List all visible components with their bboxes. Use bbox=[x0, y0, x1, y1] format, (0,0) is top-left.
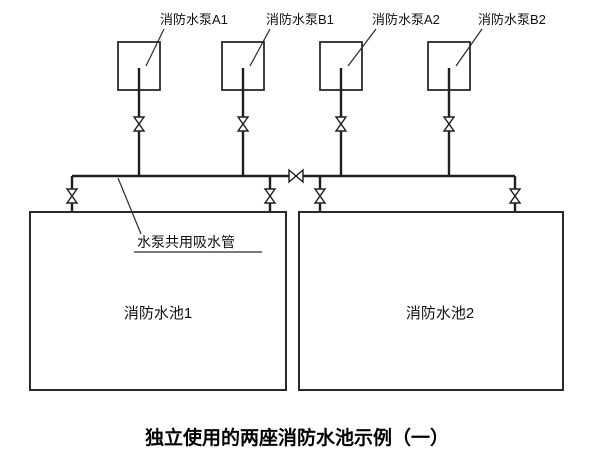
valve-icon bbox=[65, 188, 79, 204]
pump-label: 消防水泵A2 bbox=[372, 12, 440, 27]
pump-label: 消防水泵B1 bbox=[266, 12, 334, 27]
pump-label: 消防水泵A1 bbox=[160, 12, 228, 27]
leader-line bbox=[145, 28, 165, 67]
valve-icon bbox=[236, 116, 250, 132]
valve-icon bbox=[334, 116, 348, 132]
tank-2-label: 消防水池2 bbox=[406, 305, 474, 322]
valve-icon bbox=[442, 116, 456, 132]
annotation-leader-line bbox=[117, 177, 142, 235]
diagram-caption: 独立使用的两座消防水池示例（一） bbox=[145, 426, 449, 449]
pump-unit: 消防水泵A2 bbox=[319, 12, 440, 177]
tank-1 bbox=[29, 211, 287, 391]
leader-line bbox=[455, 28, 483, 67]
pump-label: 消防水泵B2 bbox=[478, 12, 546, 27]
valve-icon bbox=[508, 188, 522, 204]
suction-pipe-annotation: 水泵共用吸水管 bbox=[137, 234, 235, 250]
pump-unit: 消防水泵A1 bbox=[117, 12, 228, 177]
pump-unit: 消防水泵B2 bbox=[427, 12, 546, 177]
valve-icon bbox=[313, 188, 327, 204]
leader-line bbox=[347, 28, 377, 67]
tank-1-label: 消防水池1 bbox=[124, 305, 192, 322]
tank-2 bbox=[298, 211, 564, 391]
valve-icon bbox=[132, 116, 146, 132]
pump-unit: 消防水泵B1 bbox=[221, 12, 334, 177]
leader-line bbox=[249, 28, 271, 67]
valve-icon bbox=[263, 188, 277, 204]
valve-icon bbox=[288, 168, 304, 184]
